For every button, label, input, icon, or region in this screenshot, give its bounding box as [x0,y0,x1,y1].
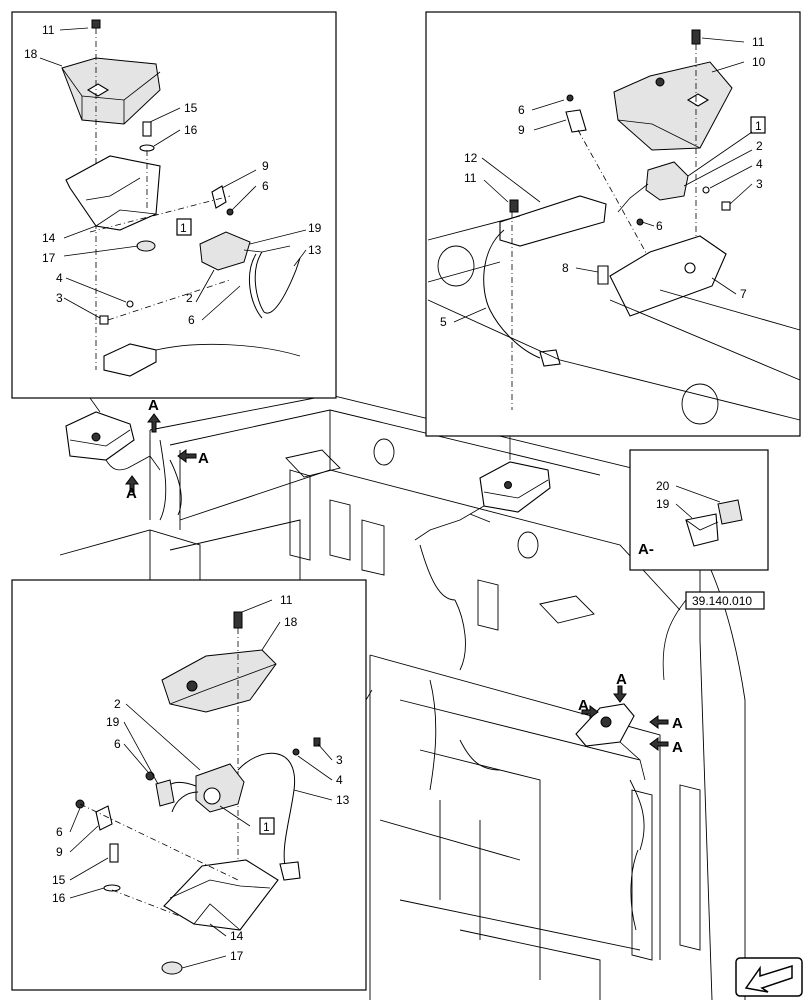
callout-9: 9 [262,159,269,173]
callout-4: 4 [336,773,343,787]
callout-8: 8 [562,261,569,275]
callout-11b: 11 [464,171,477,185]
callout-11: 11 [42,23,55,37]
callout-3: 3 [756,177,763,191]
view-arrow-label: A [198,450,209,467]
cover-assembly-center-main [414,461,551,541]
callout-17: 17 [42,251,56,265]
view-arrow-label: A [126,485,137,502]
callout-9: 9 [518,123,525,137]
callout-4: 4 [56,271,63,285]
callout-5: 5 [440,315,447,329]
view-arrow-label: A [578,697,589,714]
detail-top-left [11,11,337,399]
view-arrow-label: A [148,397,159,414]
callout-9: 9 [56,845,63,859]
view-arrow-label: A [672,715,683,732]
callout-1-box: 1 [180,221,187,235]
callout-6: 6 [518,103,525,117]
detail-view-a [629,449,769,571]
callout-14: 14 [230,929,244,943]
detail-pointer [365,689,373,701]
machine-main-view [59,394,746,1000]
callout-16: 16 [52,891,66,905]
callout-3: 3 [56,291,63,305]
callout-1-box: 1 [263,820,270,834]
view-arrow-icon [125,475,139,493]
callout-19: 19 [308,221,322,235]
callout-6: 6 [262,179,269,193]
callout-3: 3 [336,753,343,767]
callout-6b: 6 [656,219,663,233]
callout-11: 11 [752,35,765,49]
view-arrow-label: A [672,739,683,756]
callout-6: 6 [114,737,121,751]
view-arrow-icon [147,413,161,433]
callout-19: 19 [656,497,670,511]
leader-lines [39,27,753,969]
callout-11: 11 [280,593,293,607]
callout-13: 13 [336,793,350,807]
callout-15: 15 [184,101,198,115]
reference-number[interactable]: 39.140.010 [692,594,752,608]
detail-bottom-left [11,579,367,991]
detail-top-right [425,11,801,437]
callout-4: 4 [756,157,763,171]
view-arrow-label: A [616,671,627,688]
callout-10: 10 [752,55,766,69]
callout-2: 2 [756,139,763,153]
view-arrow-icon [581,705,599,719]
callout-14: 14 [42,231,56,245]
callout-19: 19 [106,715,120,729]
back-arrow-icon[interactable] [735,957,803,997]
callout-13: 13 [308,243,322,257]
cover-assembly-left-main [65,411,161,471]
callout-20: 20 [656,479,670,493]
detail-pointer [662,599,687,681]
callout-2: 2 [186,291,193,305]
view-arrow-icon [613,685,627,703]
callout-1-box: 1 [755,119,762,133]
view-arrows-main: A A A A A A A [125,397,683,756]
callout-16: 16 [184,123,198,137]
callout-2: 2 [114,697,121,711]
callout-18: 18 [284,615,298,629]
callout-12: 12 [464,151,478,165]
view-arrow-icon [177,449,197,463]
callout-15: 15 [52,873,66,887]
view-arrow-icon [649,737,669,751]
callout-17: 17 [230,949,244,963]
view-arrow-icon [649,715,669,729]
callout-6b: 6 [188,313,195,327]
callout-18: 18 [24,47,38,61]
detail-pointer [89,397,101,413]
callout-7: 7 [740,287,747,301]
callout-6b: 6 [56,825,63,839]
view-a-label: A- [638,541,654,558]
cover-assembly-right-main [575,703,646,781]
